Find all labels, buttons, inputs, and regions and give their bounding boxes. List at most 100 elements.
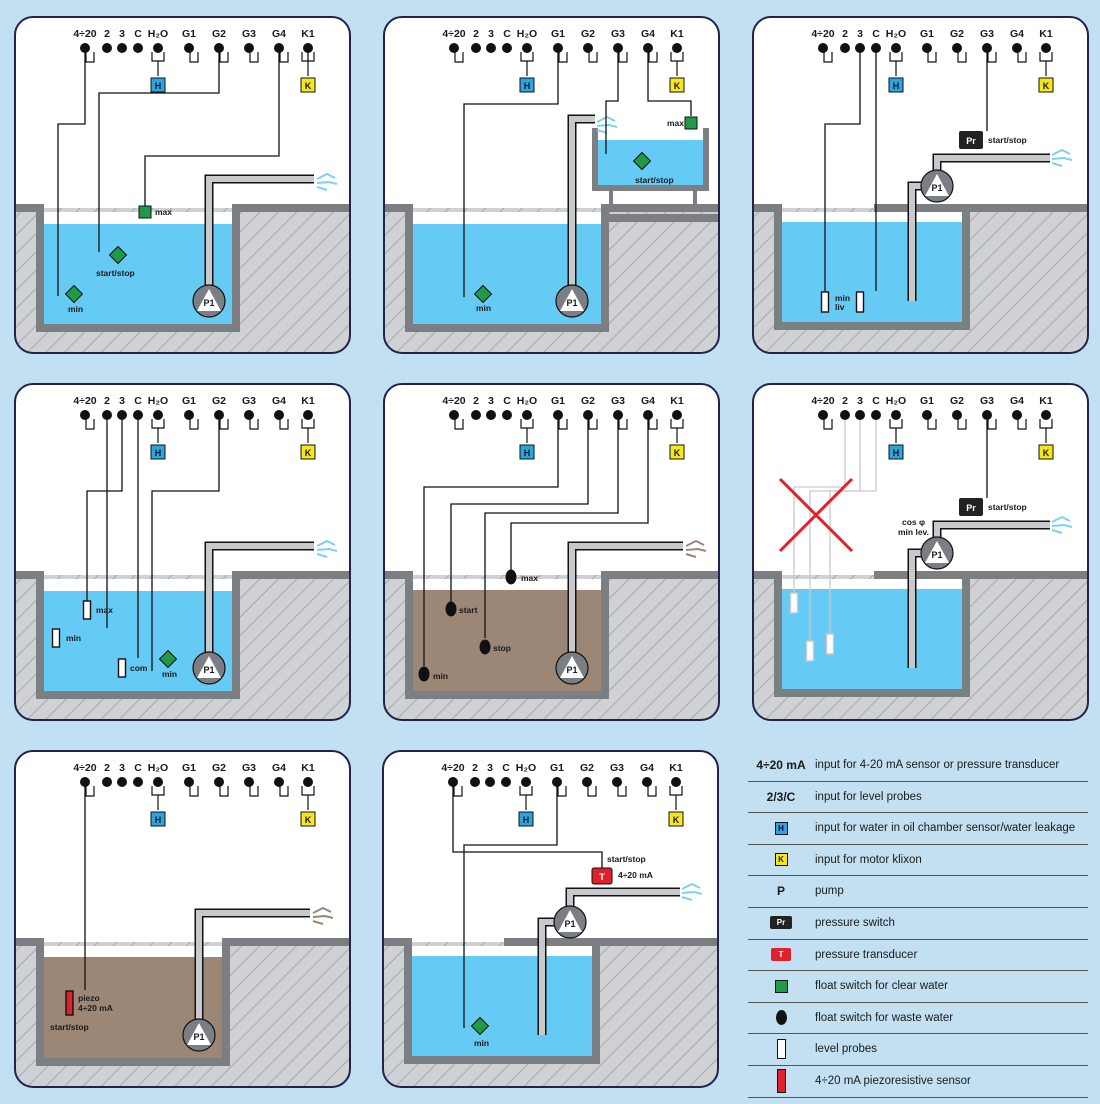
cross-icon (778, 477, 854, 553)
terminal-dot (184, 43, 194, 53)
wire (450, 419, 589, 603)
terminal-dot (922, 410, 932, 420)
float-switch-waste-icon (775, 1010, 787, 1026)
terminal-dot (840, 43, 850, 53)
terminal-label: 2 (842, 28, 848, 40)
pump-icon: P1 (553, 905, 587, 939)
terminal-label: G4 (272, 762, 286, 774)
wire (151, 419, 220, 671)
wire (605, 52, 619, 154)
terminal-dot (501, 777, 511, 787)
sump-wall (15, 938, 350, 1066)
badge-k: K (1043, 81, 1050, 91)
label-min: min (68, 304, 83, 314)
terminal-label: G3 (610, 762, 624, 774)
terminal-label: H₂O (886, 395, 906, 407)
terminal-label: K1 (670, 395, 684, 407)
terminal-label: 4÷20 (811, 395, 834, 407)
wire (463, 52, 559, 297)
terminal-dot (102, 777, 112, 787)
badge-k: K (305, 81, 312, 91)
discharge-pipe (569, 116, 595, 303)
water-sensor-icon (519, 444, 535, 460)
water-spray-icon (681, 882, 703, 901)
label-max: max (667, 118, 684, 128)
badge-h: H (155, 815, 162, 825)
water-spray-icon (1051, 148, 1073, 167)
terminal-label: K1 (301, 762, 315, 774)
terminal-dot (502, 43, 512, 53)
pump-icon: P1 (192, 651, 226, 685)
discharge-pipe (569, 543, 683, 670)
water-sensor-icon (888, 444, 904, 460)
legend-text: pump (815, 885, 844, 898)
terminal-label: C (502, 762, 510, 774)
label-piezo: piezo (78, 993, 100, 1003)
terminal-dot (80, 43, 90, 53)
terminal-label: C (134, 762, 142, 774)
water-sensor-icon (150, 444, 166, 460)
terminal-label: H₂O (886, 28, 906, 40)
float-switch-waste-icon (505, 569, 517, 585)
terminal-label: G1 (551, 28, 565, 40)
wire (463, 786, 558, 1028)
terminal-dot (583, 43, 593, 53)
pump-icon: P1 (920, 536, 954, 570)
wire (57, 52, 86, 296)
label-start-stop: start/stop (635, 175, 674, 185)
legend-symbol-probes: 2/3/C (766, 789, 796, 804)
klixon-icon (300, 77, 316, 93)
terminal-label: G1 (550, 762, 564, 774)
terminal-label: 3 (119, 28, 125, 40)
sump-wall (384, 571, 719, 699)
terminal-dot (553, 410, 563, 420)
terminal-dot (214, 43, 224, 53)
terminal-dot (922, 43, 932, 53)
terminal-dot (485, 777, 495, 787)
wire (423, 419, 559, 666)
terminal-label: C (872, 28, 880, 40)
terminal-dot (470, 777, 480, 787)
badge-k: K (305, 448, 312, 458)
terminal-label: K1 (669, 762, 683, 774)
float-switch-clear-icon (684, 116, 698, 130)
label-liv: liv (835, 302, 845, 312)
badge-h: H (155, 81, 162, 91)
terminal-label: G1 (551, 395, 565, 407)
terminal-dot (133, 43, 143, 53)
terminal-dot (214, 410, 224, 420)
terminal-dot (818, 410, 828, 420)
terminal-dot (244, 43, 254, 53)
terminal-dot (471, 410, 481, 420)
terminal-label: 3 (487, 762, 493, 774)
terminal-label: G2 (950, 395, 964, 407)
terminal-label: G4 (1010, 28, 1024, 40)
panel-frame (752, 16, 1089, 354)
label-start-stop: start/stop (607, 854, 646, 864)
terminal-label: G3 (242, 762, 256, 774)
terminal-label: G3 (611, 395, 625, 407)
badge-t: T (599, 872, 605, 882)
wire (829, 419, 877, 635)
pump-icon: P1 (920, 169, 954, 203)
legend-symbol-pump: P (776, 884, 785, 899)
terminal-label: C (134, 395, 142, 407)
terminal-dot (672, 410, 682, 420)
liquid (412, 956, 592, 1056)
water-spray-icon (596, 115, 618, 134)
terminal-label: 4÷20 (73, 762, 96, 774)
legend-text: pressure transducer (815, 948, 918, 961)
panel-frame (14, 750, 351, 1088)
pump-icon: P1 (192, 284, 226, 318)
badge-h: H (893, 448, 900, 458)
terminal-label: G4 (641, 28, 655, 40)
label-com: com (130, 663, 148, 673)
label-min: min (474, 1038, 489, 1048)
wire (510, 419, 649, 571)
terminal-label: 2 (104, 395, 110, 407)
legend-row: float switch for waste water (748, 1003, 1088, 1035)
float-switch-clear-icon (473, 284, 493, 304)
